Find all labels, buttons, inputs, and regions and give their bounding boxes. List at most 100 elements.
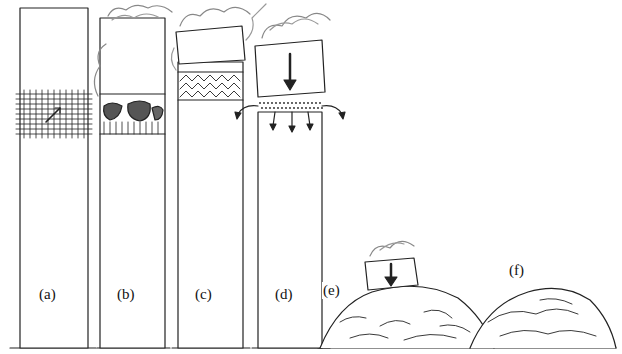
grid-stroke bbox=[24, 90, 25, 138]
falling-block bbox=[255, 40, 325, 97]
grid-stroke bbox=[152, 122, 153, 134]
debris-dot bbox=[299, 102, 301, 104]
grid-stroke bbox=[36, 90, 37, 138]
grid-stroke bbox=[116, 122, 117, 134]
grid-stroke bbox=[140, 122, 141, 134]
rubble-pile-with-block bbox=[320, 241, 494, 348]
debris-dot bbox=[303, 102, 305, 104]
debris-dot bbox=[275, 102, 277, 104]
debris-dot bbox=[261, 107, 263, 109]
grid-stroke bbox=[110, 122, 111, 134]
stage-label: (e) bbox=[322, 282, 341, 299]
grid-stroke bbox=[48, 90, 49, 138]
debris-dot bbox=[277, 107, 279, 109]
impact-crack bbox=[55, 108, 60, 113]
rubble-texture bbox=[488, 299, 596, 336]
stage-label: (a) bbox=[38, 286, 57, 303]
dust-jet bbox=[289, 126, 295, 132]
debris-dot bbox=[311, 102, 313, 104]
dust-jet bbox=[270, 124, 276, 130]
smoke bbox=[380, 243, 404, 250]
debris-dot bbox=[273, 107, 275, 109]
debris-dot bbox=[285, 107, 287, 109]
debris-dot bbox=[271, 102, 273, 104]
rubble-mound bbox=[320, 286, 494, 348]
column-collapsing bbox=[235, 13, 345, 348]
grid-stroke bbox=[84, 90, 85, 138]
debris-dot bbox=[279, 102, 281, 104]
debris-dot bbox=[281, 107, 283, 109]
smoke bbox=[370, 241, 414, 256]
grid-stroke bbox=[158, 122, 159, 134]
stage-label: (d) bbox=[274, 286, 294, 303]
smoke bbox=[94, 44, 106, 96]
dust-jet bbox=[307, 124, 313, 130]
grid-stroke bbox=[30, 90, 31, 138]
crushed-stroke bbox=[180, 83, 240, 89]
dust-jet bbox=[235, 112, 241, 119]
upper-block bbox=[176, 26, 245, 64]
crushed-stroke bbox=[180, 75, 240, 81]
debris-dot bbox=[267, 102, 269, 104]
debris-dot bbox=[287, 102, 289, 104]
column-fire bbox=[94, 5, 172, 348]
grid-stroke bbox=[122, 122, 123, 134]
void bbox=[104, 103, 122, 120]
dust-jet bbox=[339, 112, 345, 119]
debris-dot bbox=[313, 107, 315, 109]
crushed-stroke bbox=[180, 91, 240, 97]
grid-stroke bbox=[78, 90, 79, 138]
debris-dot bbox=[317, 107, 319, 109]
final-rubble-pile bbox=[470, 288, 616, 348]
debris-dot bbox=[301, 107, 303, 109]
rubble-texture bbox=[340, 310, 470, 340]
debris-dot bbox=[289, 107, 291, 109]
damage-zone-grid bbox=[16, 90, 92, 138]
rubble-mound bbox=[470, 288, 616, 348]
debris-dot bbox=[315, 102, 317, 104]
debris-dot bbox=[309, 107, 311, 109]
debris-dot bbox=[319, 102, 321, 104]
debris-dot bbox=[263, 102, 265, 104]
void bbox=[128, 101, 151, 121]
void bbox=[152, 106, 163, 120]
smoke bbox=[270, 19, 318, 30]
smoke bbox=[171, 48, 176, 70]
crushed-zone bbox=[180, 75, 240, 97]
grid-stroke bbox=[42, 90, 43, 138]
down-arrow bbox=[385, 277, 397, 286]
impact-crack bbox=[46, 108, 60, 122]
damage-zone-grid bbox=[104, 122, 158, 134]
grid-stroke bbox=[134, 122, 135, 134]
smoke bbox=[180, 7, 250, 26]
grid-stroke bbox=[146, 122, 147, 134]
grid-stroke bbox=[72, 90, 73, 138]
stage-label: (f) bbox=[508, 262, 525, 279]
smoke bbox=[262, 13, 330, 38]
debris-dot bbox=[291, 102, 293, 104]
debris-dot bbox=[283, 102, 285, 104]
debris-dot bbox=[293, 107, 295, 109]
debris-dot bbox=[295, 102, 297, 104]
upper-block-remains bbox=[365, 258, 418, 290]
down-arrow bbox=[284, 80, 296, 90]
stage-label: (c) bbox=[194, 286, 213, 303]
stage-label: (b) bbox=[116, 286, 136, 303]
debris-dot bbox=[321, 107, 323, 109]
debris-dot bbox=[265, 107, 267, 109]
debris-dot bbox=[305, 107, 307, 109]
debris-dot bbox=[307, 102, 309, 104]
column-intact bbox=[16, 8, 92, 348]
debris-dot bbox=[259, 102, 261, 104]
debris-dot bbox=[269, 107, 271, 109]
smoke bbox=[112, 14, 160, 20]
debris-dot bbox=[297, 107, 299, 109]
grid-stroke bbox=[66, 90, 67, 138]
grid-stroke bbox=[104, 122, 105, 134]
debris-layer bbox=[259, 102, 323, 109]
column-buckling bbox=[171, 4, 266, 348]
grid-stroke bbox=[128, 122, 129, 134]
grid-stroke bbox=[60, 90, 61, 138]
